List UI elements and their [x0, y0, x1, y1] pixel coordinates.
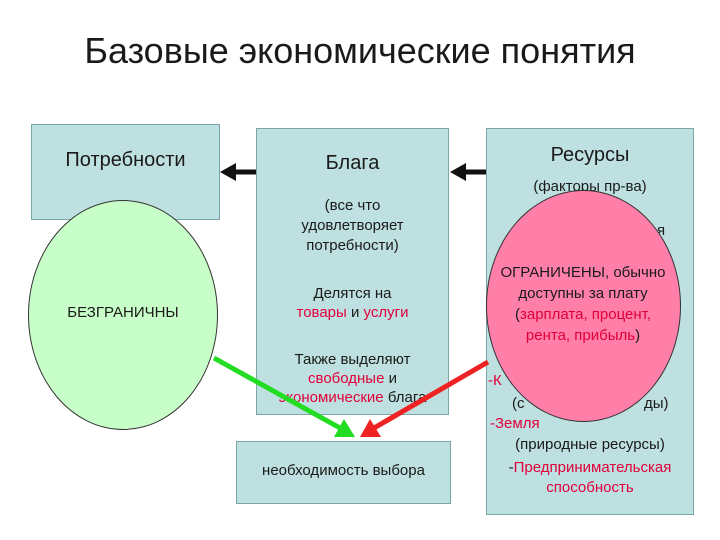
goods-also-and: и [388, 370, 397, 387]
goods-note: (все что удовлетворяет потребности) [301, 197, 404, 254]
resources-capital-note-r: ды) [644, 395, 669, 412]
resources-ent-label: Предпринимательская способность [513, 459, 672, 496]
page-title: Базовые экономические понятия [84, 30, 636, 71]
resources-capital-note-l: (с [512, 395, 525, 412]
goods-split-a: товары [296, 304, 347, 321]
needs-label: Потребности [65, 149, 186, 171]
resources-land-note: (природные ресурсы) [515, 436, 665, 453]
choice-label: необходимость выбора [262, 462, 425, 479]
resources-label: Ресурсы [550, 144, 630, 166]
goods-also: Также выделяют свободные и экономические… [250, 350, 455, 407]
choice-box: необходимость выбора [236, 441, 451, 504]
resources-oval-text: ОГРАНИЧЕНЫ, обычно доступны за плату (за… [492, 262, 674, 346]
resources-oval-pre: ОГРАНИЧЕНЫ, обычно доступны за плату ( [500, 264, 666, 323]
resources-capital-dash: -К [488, 372, 502, 389]
resources-land: -Земля [490, 415, 540, 432]
resources-sub: (факторы пр-ва) [533, 178, 647, 195]
needs-ellipse [28, 200, 218, 430]
needs-oval-text: БЕЗГРАНИЧНЫ [67, 304, 179, 321]
resources-ellipse [486, 190, 681, 422]
arrow-goods-to-needs [220, 163, 256, 181]
resources-oval-post: ) [635, 327, 641, 344]
goods-also-pre: Также выделяют [294, 351, 411, 368]
resources-top-fragment: я [657, 222, 666, 239]
goods-also-a: свободные [308, 370, 385, 387]
goods-split-b: услуги [363, 304, 409, 321]
goods-also-b: экономические [278, 389, 384, 406]
resources-entrepreneurship: -Предпринимательская способность [486, 458, 694, 498]
resources-ent-dash: - [508, 459, 514, 476]
resources-oval-red: зарплата, процент, рента, прибыль [519, 306, 652, 344]
goods-also-post: блага [387, 389, 427, 406]
arrow-resources-to-goods [450, 163, 486, 181]
goods-split-and: и [350, 304, 360, 321]
goods-label: Блага [325, 152, 380, 174]
goods-split: Делятся на товары и услуги [256, 284, 449, 322]
goods-split-pre: Делятся на [313, 285, 392, 302]
